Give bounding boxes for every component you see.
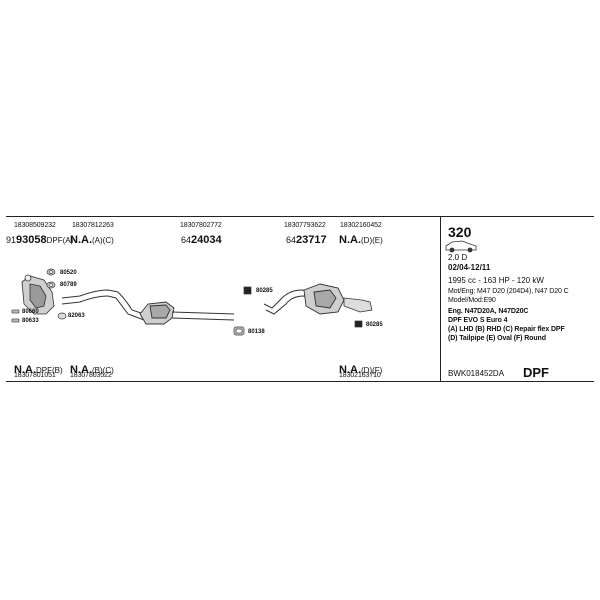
kit-code: BWK018452DA [448, 369, 505, 378]
code-main: 93058 [16, 234, 47, 246]
part-number: 18307793622 [284, 222, 326, 229]
part-code: N.A.(B)(C) [70, 360, 114, 378]
part-label: 80520 [60, 270, 77, 276]
part-number: 18307812263 [72, 222, 114, 229]
gasket-icon [243, 286, 252, 295]
part-label: 80138 [248, 329, 265, 335]
part-code: N.A.DPF(B) [14, 360, 63, 378]
part-code: N.A.(D)(E) [339, 230, 383, 248]
code-suffix: (B)(C) [92, 366, 114, 375]
part-number: 18307802772 [180, 222, 222, 229]
part-code: 6423717 [286, 230, 327, 248]
part-label: 80660 [22, 309, 39, 315]
gasket-icon [46, 268, 56, 276]
column-divider [440, 216, 441, 382]
dpf-info: DPF EVO S Euro 4 [448, 317, 508, 324]
power-spec: 1995 cc - 163 HP - 120 kW [448, 276, 544, 285]
dpf-unit [21, 274, 55, 315]
part-number: 18307801051 [14, 372, 56, 379]
code-prefix: 64 [181, 235, 192, 245]
clamp-icon [46, 281, 56, 289]
mot-eng: Mot/Eng: M47 D20 (204D4), N47 D20 C [448, 288, 569, 295]
date-range: 02/04-12/11 [448, 263, 491, 272]
code-suffix: (D)(E) [361, 236, 383, 245]
code-suffix: (A)(C) [92, 236, 114, 245]
clamp-icon [233, 326, 245, 336]
code-main: N.A. [70, 234, 92, 246]
part-code: N.A.(A)(C) [70, 230, 114, 248]
gasket-icon [354, 320, 363, 328]
mid-pipe [171, 311, 235, 321]
part-label: 80285 [366, 322, 383, 328]
car-silhouette-icon [445, 240, 477, 253]
code-main: N.A. [339, 364, 361, 376]
bottom-rule [6, 381, 594, 382]
rear-muffler [303, 283, 345, 315]
part-code: 6424034 [181, 230, 222, 248]
code-main: N.A. [70, 364, 92, 376]
part-label: 80285 [256, 288, 273, 294]
part-label: 80789 [60, 282, 77, 288]
part-code: 9193058DPF(A) [6, 230, 73, 248]
code-prefix: 91 [6, 235, 17, 245]
code-main: N.A. [339, 234, 361, 246]
bolt-icon [11, 309, 20, 323]
part-label: 82063 [68, 313, 85, 319]
part-number: 18302160452 [340, 222, 382, 229]
kit-type: DPF [523, 365, 549, 380]
front-pipe [61, 289, 145, 321]
legend-line-1: (A) LHD (B) RHD (C) Repair flex DPF [448, 326, 565, 333]
model-mod: Model/Mod:E90 [448, 297, 496, 304]
top-rule [6, 216, 594, 217]
part-code: N.A.(D)(F) [339, 360, 382, 378]
code-suffix: (D)(F) [361, 366, 383, 375]
part-number: 18307803522 [70, 372, 112, 379]
code-main: 24034 [191, 234, 222, 246]
code-suffix: DPF(A) [46, 236, 74, 245]
code-main: N.A. [14, 364, 36, 376]
center-silencer [139, 301, 175, 325]
rear-pipe [263, 289, 313, 315]
code-main: 23717 [296, 234, 327, 246]
code-prefix: 64 [286, 235, 297, 245]
legend-line-2: (D) Tailpipe (E) Oval (F) Round [448, 335, 546, 342]
engine-codes: Eng. N47D20A, N47D20C [448, 308, 529, 315]
clamp-icon [57, 312, 67, 320]
part-number: 18302163710 [339, 372, 381, 379]
tailpipe [343, 297, 373, 313]
code-suffix: DPF(B) [36, 366, 63, 375]
engine-size: 2.0 D [448, 253, 468, 262]
model-title: 320 [448, 224, 472, 240]
part-number: 18308509232 [14, 222, 56, 229]
part-label: 80633 [22, 318, 39, 324]
